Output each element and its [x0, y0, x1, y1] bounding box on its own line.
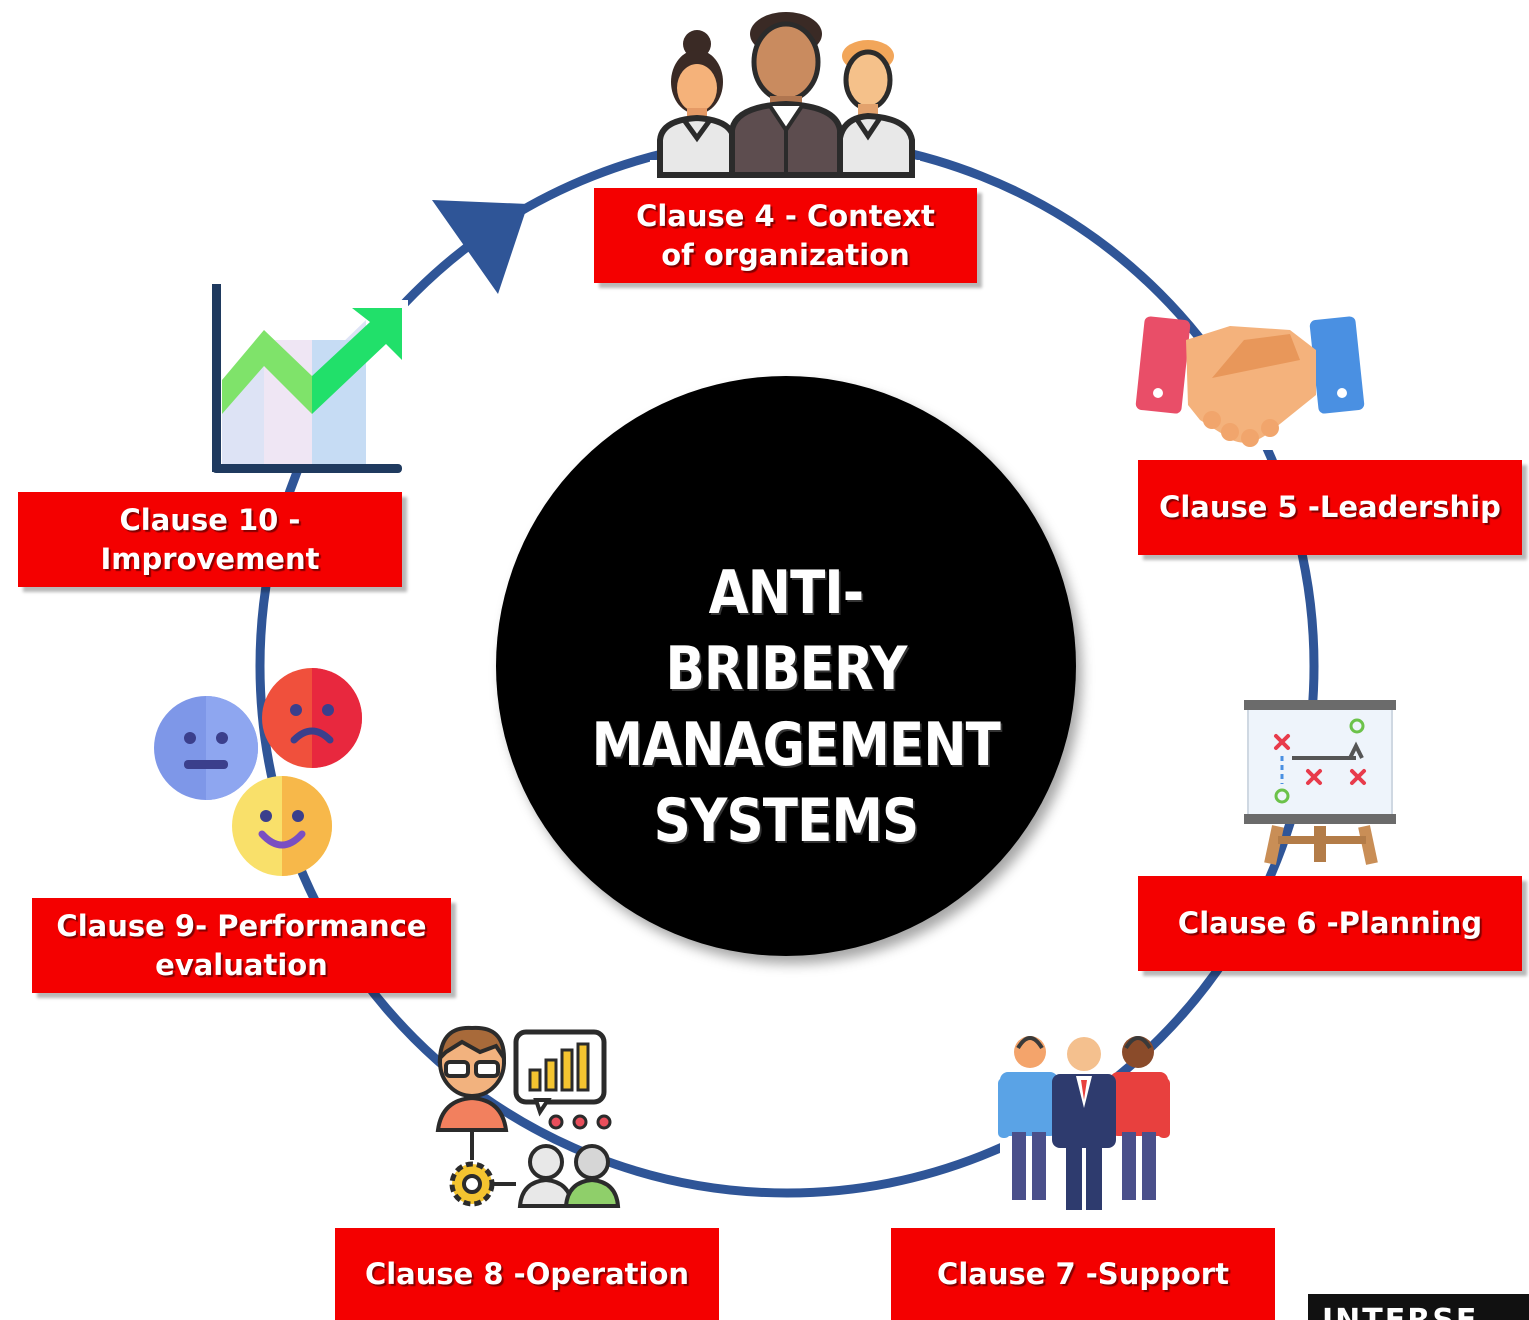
clause-10-label: Clause 10 - Improvement [18, 492, 402, 587]
handshake-icon [1135, 316, 1365, 450]
watermark-text: INTERSE [1322, 1306, 1478, 1320]
watermark-logo: INTERSE [1308, 1294, 1529, 1320]
clause-4-label: Clause 4 - Context of organization [594, 188, 977, 283]
clause-8-label: Clause 8 -Operation [335, 1228, 719, 1320]
clause-5-label: Clause 5 -Leadership [1138, 460, 1522, 555]
emoji-faces-icon [154, 668, 362, 876]
support-staff-icon [998, 1036, 1170, 1210]
clause-6-label: Clause 6 -Planning [1138, 876, 1522, 971]
strategy-board-icon [1244, 700, 1396, 865]
cycle-arrow-head [432, 200, 528, 294]
operation-team-icon [435, 1025, 621, 1208]
center-title: ANTI-BRIBERY MANAGEMENT SYSTEMS [591, 555, 1001, 859]
clause-7-label: Clause 7 -Support [891, 1228, 1275, 1320]
center-title-line-2: MANAGEMENT [591, 710, 1001, 780]
growth-chart-icon [212, 284, 408, 473]
center-circle [496, 376, 1076, 956]
center-title-line-3: SYSTEMS [653, 786, 919, 856]
clause-9-label: Clause 9- Performance evaluation [32, 898, 451, 993]
team-people-icon [650, 12, 920, 186]
center-title-line-1: ANTI-BRIBERY [665, 558, 907, 704]
